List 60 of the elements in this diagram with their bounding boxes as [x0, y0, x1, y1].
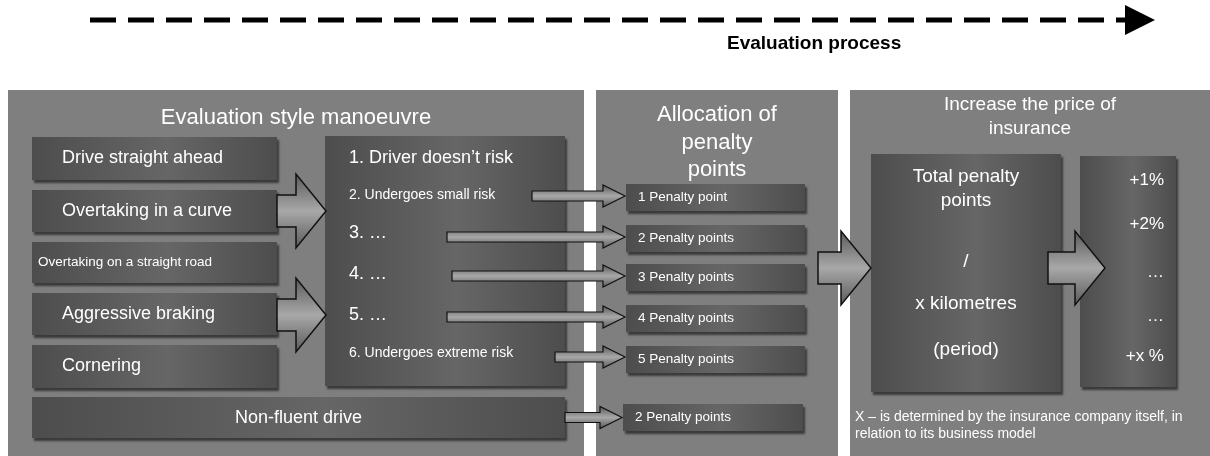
- formula-text: …: [1146, 306, 1164, 326]
- node-text: Overtaking on a straight road: [38, 254, 213, 269]
- penalty-box: [626, 225, 805, 252]
- node-text: Aggressive braking: [62, 303, 216, 324]
- formula-text: +x %: [1124, 346, 1164, 366]
- process-label: Evaluation process: [727, 32, 902, 54]
- formula-box: [871, 154, 1061, 392]
- panel-heading: Increase the price of insurance: [942, 92, 1118, 140]
- formula-text: (period): [932, 338, 1000, 360]
- node-text: 3 Penalty points: [638, 269, 735, 284]
- node-text: 5 Penalty points: [638, 351, 735, 366]
- node-text: 2 Penalty points: [638, 230, 735, 245]
- percentage-box: [1080, 156, 1176, 387]
- panel: [8, 90, 584, 456]
- penalty-box: [626, 184, 805, 211]
- panel-heading: Allocation of penalty points: [656, 100, 778, 183]
- formula-text: Total penalty points: [911, 164, 1021, 212]
- block-arrow: [446, 225, 627, 249]
- manoeuvre-box: [32, 293, 277, 335]
- formula-text: +2%: [1128, 214, 1164, 234]
- note-text: X – is determined by the insurance company itself, in relation to its business model: [855, 408, 1184, 442]
- risk-item: 4. …: [349, 263, 452, 289]
- manoeuvre-box: [32, 137, 277, 180]
- block-arrow: [276, 171, 327, 251]
- risk-list-box: [325, 136, 565, 386]
- block-arrow: [554, 345, 627, 369]
- risk-item: 5. …: [349, 304, 447, 330]
- node-text: 4 Penalty points: [638, 310, 735, 325]
- block-arrow: [276, 275, 327, 355]
- node-text: 1 Penalty point: [638, 189, 728, 204]
- manoeuvre-box: [32, 242, 277, 283]
- risk-item: 6. Undergoes extreme risk: [349, 344, 555, 364]
- penalty-box: [626, 305, 805, 332]
- penalty-box: [626, 346, 805, 373]
- block-arrow: [446, 305, 627, 329]
- node-text: Overtaking in a curve: [62, 200, 233, 221]
- node-text: 2 Penalty points: [635, 409, 732, 424]
- panel: [596, 90, 838, 456]
- block-arrow: [531, 184, 627, 208]
- formula-text: /: [962, 250, 970, 272]
- risk-item: 2. Undergoes small risk: [349, 186, 532, 206]
- block-arrow: [1047, 228, 1106, 308]
- formula-text: +1%: [1128, 170, 1164, 190]
- formula-text: …: [1146, 262, 1164, 282]
- manoeuvre-box: [32, 190, 277, 232]
- block-arrow: [451, 264, 627, 288]
- block-arrow: [817, 228, 872, 308]
- penalty-box: [626, 264, 805, 291]
- manoeuvre-box: [32, 397, 565, 438]
- panel-heading: Evaluation style manoeuvre: [159, 104, 433, 130]
- penalty-box: [623, 404, 803, 431]
- node-text: Cornering: [62, 355, 142, 376]
- node-text: Non-fluent drive: [233, 407, 364, 428]
- risk-item: 1. Driver doesn’t risk: [349, 147, 559, 173]
- node-text: Drive straight ahead: [62, 147, 224, 168]
- manoeuvre-box: [32, 345, 277, 388]
- formula-text: x kilometres: [914, 292, 1018, 314]
- panel: [850, 90, 1210, 456]
- risk-item: 3. …: [349, 222, 447, 248]
- block-arrow: [564, 405, 624, 430]
